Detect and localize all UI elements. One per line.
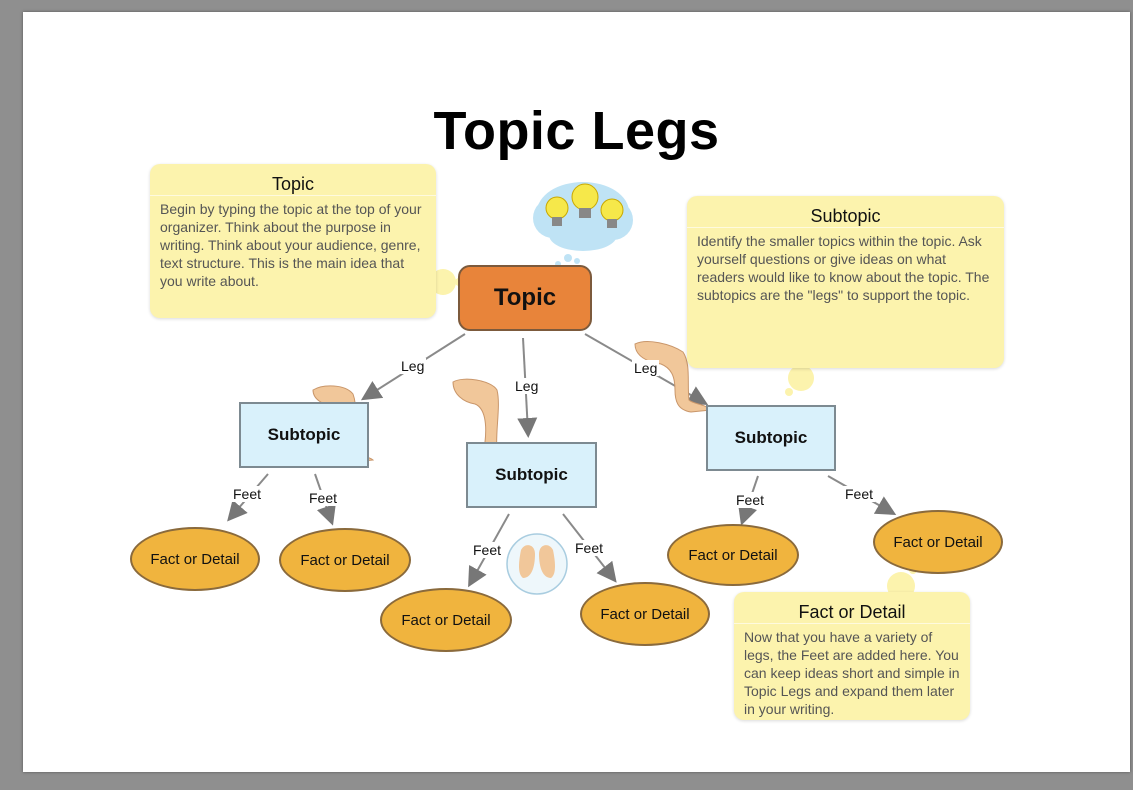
- feet-label-5: Feet: [734, 492, 767, 508]
- subtopic-node-2[interactable]: Subtopic: [466, 442, 597, 508]
- topic-node[interactable]: Topic: [458, 265, 592, 331]
- fact-node-3[interactable]: Fact or Detail: [380, 588, 512, 652]
- leg-label-3: Leg: [632, 360, 660, 376]
- fact-callout: Fact or Detail Now that you have a varie…: [734, 592, 970, 720]
- feet-icon: [506, 533, 568, 595]
- fact-callout-body: Now that you have a variety of legs, the…: [744, 629, 960, 717]
- connector-layer: [227, 182, 917, 600]
- fact-node-1[interactable]: Fact or Detail: [130, 527, 260, 591]
- subtopic-callout-body: Identify the smaller topics within the t…: [697, 233, 990, 303]
- feet-label-3: Feet: [471, 542, 504, 558]
- leg-icon: [634, 341, 713, 413]
- feet-label-6: Feet: [843, 486, 876, 502]
- feet-label-1: Feet: [231, 486, 264, 502]
- subtopic-callout: Subtopic Identify the smaller topics wit…: [687, 196, 1004, 368]
- diagram-page: Topic Legs Topic Begin by typing the top…: [23, 12, 1130, 772]
- leg-label-2: Leg: [513, 378, 541, 394]
- subtopic-node-1[interactable]: Subtopic: [239, 402, 369, 468]
- fact-node-6[interactable]: Fact or Detail: [873, 510, 1003, 574]
- fact-node-2[interactable]: Fact or Detail: [279, 528, 411, 592]
- topic-callout-heading: Topic: [150, 164, 436, 196]
- fact-node-5[interactable]: Fact or Detail: [667, 524, 799, 586]
- fact-callout-heading: Fact or Detail: [734, 592, 970, 624]
- feet-label-2: Feet: [307, 490, 340, 506]
- page-title: Topic Legs: [433, 101, 720, 161]
- leg-label-1: Leg: [399, 358, 427, 374]
- subtopic-node-3[interactable]: Subtopic: [706, 405, 836, 471]
- subtopic-callout-heading: Subtopic: [687, 196, 1004, 228]
- lightbulbs-icon: [533, 182, 633, 267]
- fact-node-4[interactable]: Fact or Detail: [580, 582, 710, 646]
- topic-callout: Topic Begin by typing the topic at the t…: [150, 164, 436, 318]
- topic-callout-body: Begin by typing the topic at the top of …: [160, 201, 422, 289]
- feet-label-4: Feet: [573, 540, 606, 556]
